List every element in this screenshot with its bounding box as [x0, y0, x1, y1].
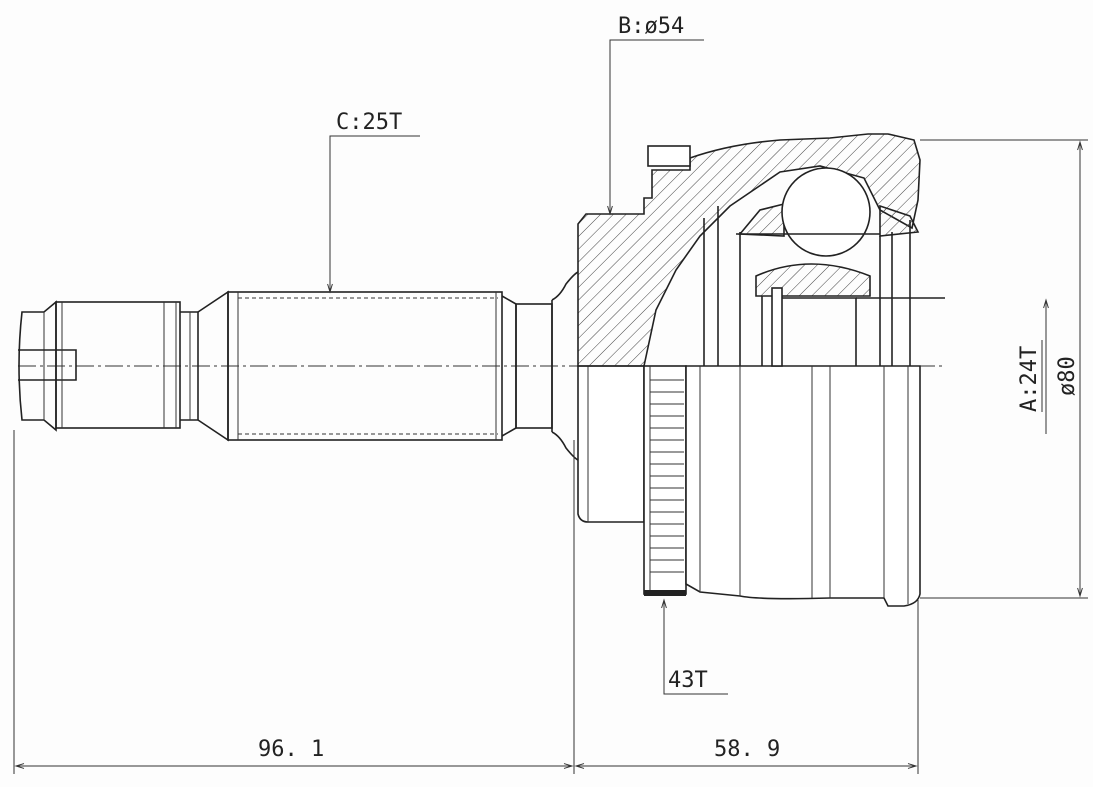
dimensions [13, 39, 1088, 774]
inner-spline-label: A:24T [1017, 346, 1042, 412]
housing-length-label: 58. 9 [714, 737, 780, 762]
outer-diameter-label: ø80 [1055, 356, 1080, 396]
housing-section [577, 133, 945, 367]
shaft-length-label: 96. 1 [258, 737, 324, 762]
abs-ring-teeth [649, 366, 684, 594]
housing-exterior [577, 365, 921, 607]
shaft-spline-label: C:25T [336, 110, 402, 135]
abs-teeth-label: 43T [668, 668, 708, 693]
ball-bearing [781, 167, 871, 257]
bore-diameter-label: B:ø54 [618, 14, 684, 39]
stub-shaft [18, 271, 579, 461]
